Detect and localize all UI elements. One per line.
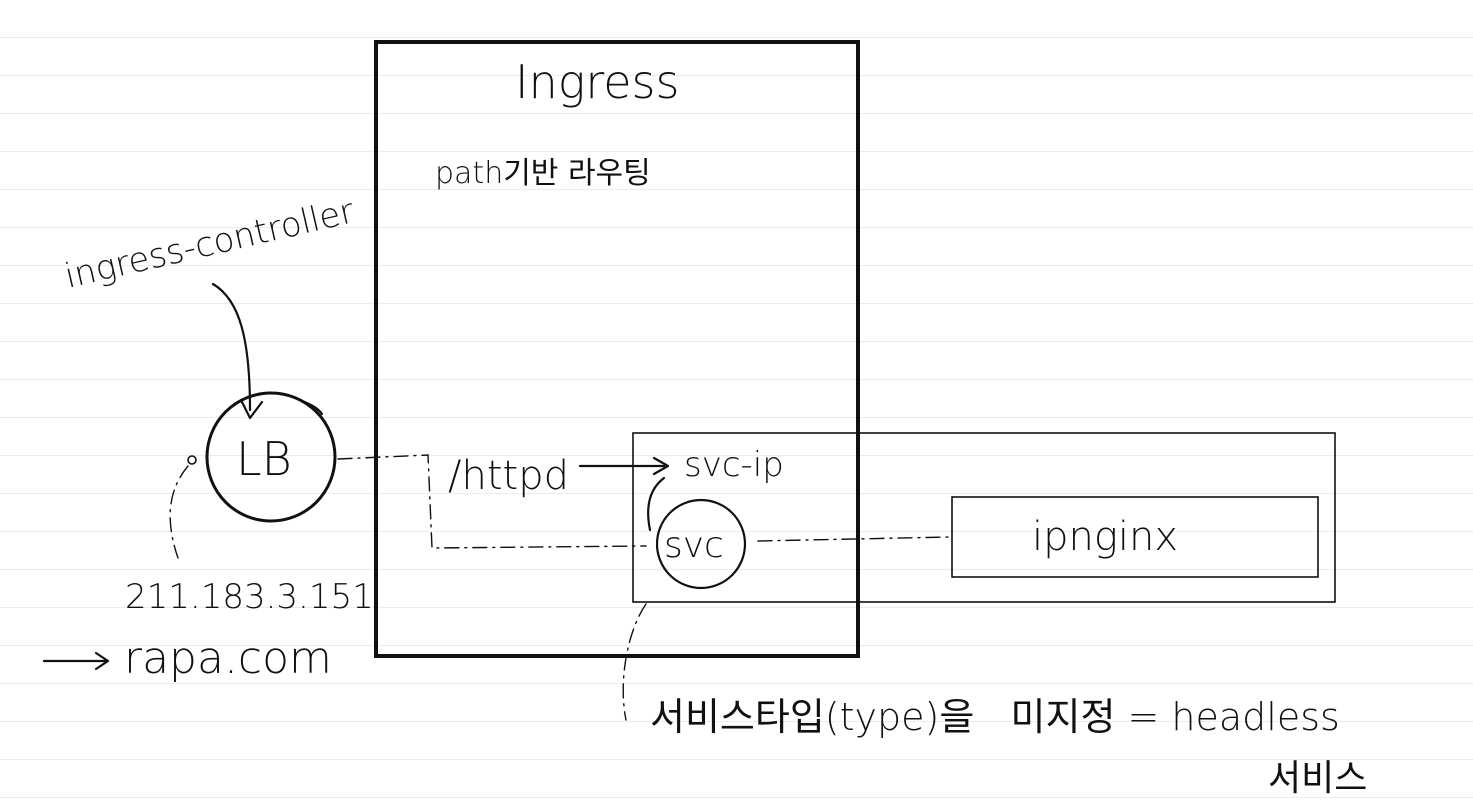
service-box (632, 432, 1336, 603)
lb-port (187, 455, 197, 465)
lb-label: LB (236, 432, 292, 486)
domain-arrow (42, 651, 110, 671)
path-arrow (578, 456, 670, 476)
controller-arrow (211, 282, 252, 412)
domain-label: rapa.com (124, 633, 332, 684)
note-line-1: 서비스타입(type)을 미지정 = headless (650, 695, 1340, 739)
pod-label: ipnginx (1032, 514, 1178, 560)
svc-to-pod-connector (757, 536, 951, 542)
ingress-box (374, 40, 860, 658)
ip-connector (169, 465, 189, 559)
svc-label: svc (664, 525, 724, 566)
ip-address: 211.183.3.151 (125, 577, 374, 617)
lb-circle (205, 391, 337, 523)
path-label: /httpd (448, 453, 569, 499)
lb-to-path-connector (337, 454, 647, 549)
note-line-2: 서비스 (1268, 758, 1367, 799)
lb-circle-tail (298, 398, 324, 416)
ingress-subtitle: path기반 라우팅 (435, 156, 651, 191)
ingress-title: Ingress (515, 55, 679, 109)
svc-ip-connector (647, 476, 666, 532)
controller-label: ingress-controller (61, 191, 358, 296)
svc-circle (655, 498, 747, 590)
pod-box (951, 496, 1319, 578)
note-connector (622, 603, 647, 721)
controller-arrow-head (239, 398, 264, 420)
svc-ip-label: svc-ip (684, 445, 784, 485)
